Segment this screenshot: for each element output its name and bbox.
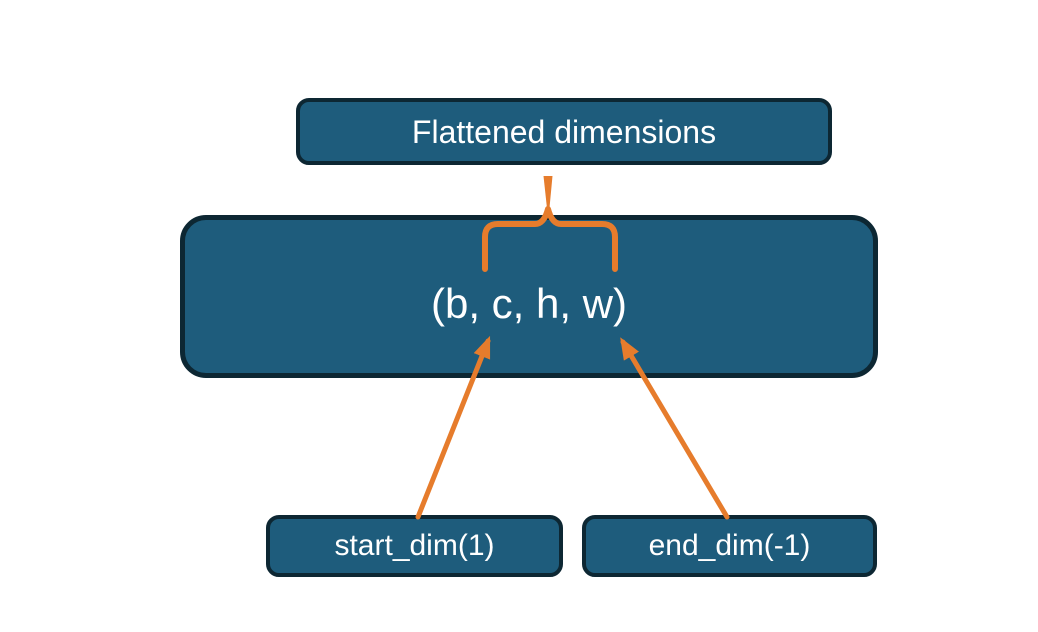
flattened-dimensions-label: Flattened dimensions (411, 113, 717, 150)
end-dim-box: end_dim(-1) (582, 515, 877, 577)
tensor-shape-label: (b, c, h, w) (430, 279, 628, 327)
connector-line-icon (543, 176, 553, 213)
tensor-shape-box: (b, c, h, w) (180, 215, 878, 378)
start-dim-label: start_dim(1) (334, 529, 495, 562)
end-dim-label: end_dim(-1) (648, 529, 811, 562)
flattened-dimensions-box: Flattened dimensions (296, 98, 832, 165)
start-dim-box: start_dim(1) (266, 515, 563, 577)
